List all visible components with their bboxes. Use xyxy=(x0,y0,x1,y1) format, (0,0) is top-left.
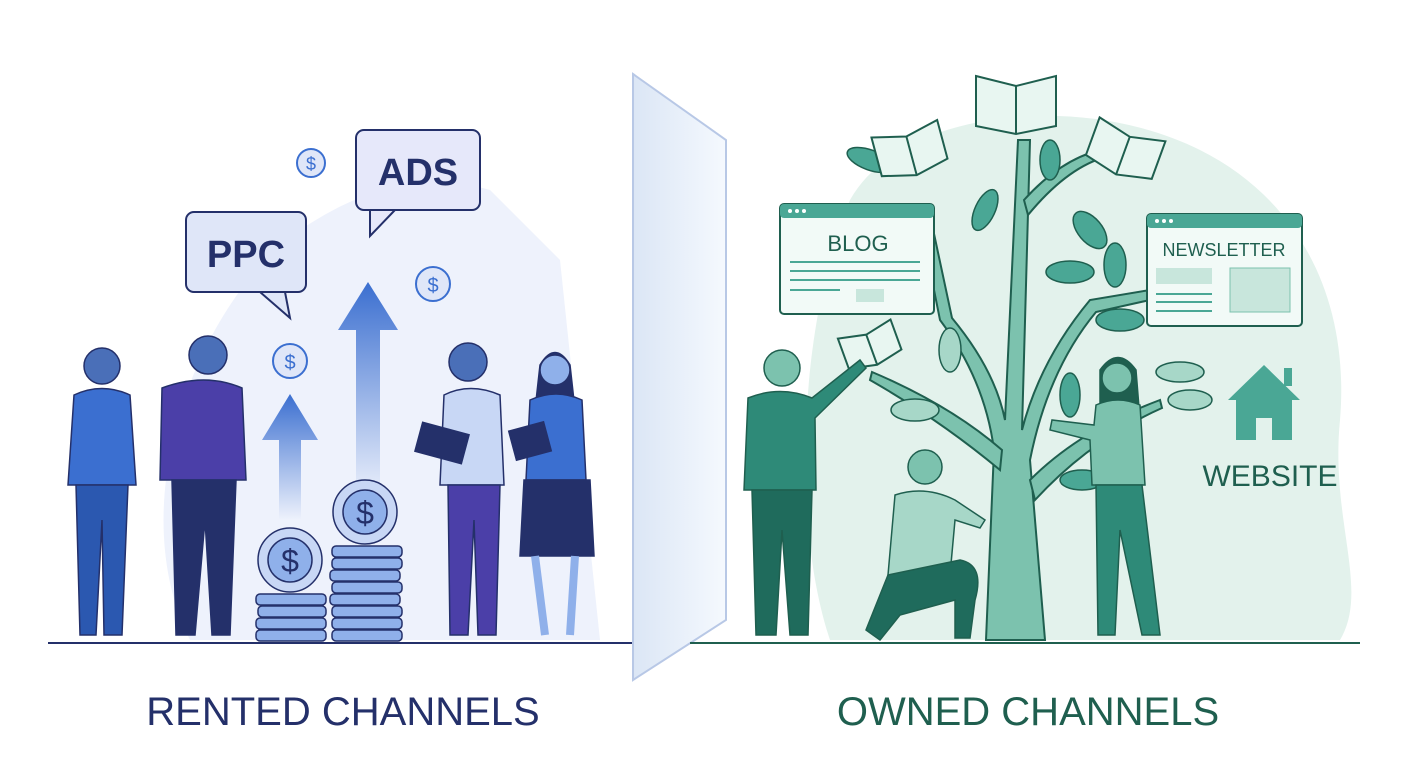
glass-divider xyxy=(632,72,727,682)
growth-arrow-icon xyxy=(262,394,318,520)
svg-text:$: $ xyxy=(284,352,295,374)
coin-stack: $ xyxy=(255,527,327,642)
dollar-coin-icon: $ xyxy=(296,148,326,178)
open-book-icon xyxy=(1084,115,1167,180)
ads-bubble: ADS xyxy=(355,129,481,239)
person-standing xyxy=(67,347,137,636)
person-with-tablet xyxy=(414,342,505,636)
website-label: WEBSITE xyxy=(1202,460,1337,493)
coin-stack: $ xyxy=(329,479,403,642)
growth-arrow-icon xyxy=(338,282,398,500)
person-with-clipboard xyxy=(507,351,595,636)
person-tending-tree xyxy=(1049,356,1161,636)
open-book-icon xyxy=(870,118,949,178)
newsletter-label: NEWSLETTER xyxy=(1162,240,1285,260)
dollar-coin-icon: $ xyxy=(272,343,308,379)
blog-window: BLOG xyxy=(779,203,935,315)
ppc-bubble: PPC xyxy=(185,211,307,321)
rented-channels-scene: PPC ADS $ $ $ $ $ xyxy=(48,129,632,734)
svg-text:$: $ xyxy=(356,495,374,531)
rented-channels-caption: RENTED CHANNELS xyxy=(146,690,539,734)
newsletter-window: NEWSLETTER xyxy=(1146,213,1303,327)
house-icon xyxy=(1228,365,1300,440)
person-thinking xyxy=(159,335,247,636)
owned-channels-caption: OWNED CHANNELS xyxy=(837,690,1219,734)
person-reaching-book xyxy=(743,349,867,636)
open-book-icon xyxy=(975,74,1057,136)
ppc-label: PPC xyxy=(207,234,285,276)
svg-text:$: $ xyxy=(306,154,316,174)
blog-label: BLOG xyxy=(827,231,888,256)
tree xyxy=(868,139,1164,641)
person-kneeling xyxy=(865,449,987,642)
leaves xyxy=(846,139,1213,491)
owned-channels-scene: BLOG NEWSLETTER WEBSITE xyxy=(690,74,1360,734)
svg-text:$: $ xyxy=(427,275,438,297)
dollar-coin-icon: $ xyxy=(415,266,451,302)
svg-text:$: $ xyxy=(281,543,299,579)
ads-label: ADS xyxy=(378,152,458,194)
